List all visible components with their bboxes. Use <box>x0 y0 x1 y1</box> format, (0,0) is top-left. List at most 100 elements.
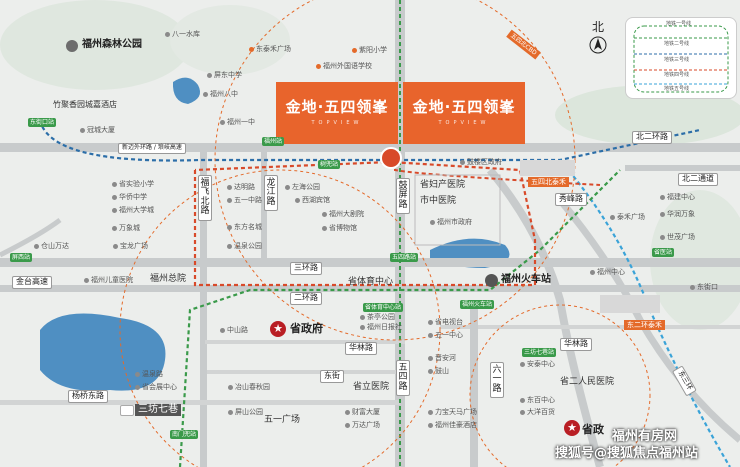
poi-label: 晋安河 <box>435 354 456 362</box>
poi-label: 福州大学城 <box>119 206 154 214</box>
dong-erhuan-badge: 东二环泰禾 <box>624 320 665 331</box>
poi-dot <box>428 333 433 338</box>
metro-legend: 地铁一号线 地铁二号线 地铁三号线 地铁四号线 地铁五号线 <box>625 17 737 99</box>
road-label: 新迈外环路 / 琅岐高速 <box>118 143 186 154</box>
poi-dot <box>207 73 212 78</box>
metro-line-2 <box>38 119 701 162</box>
legend-line1: 地铁一号线 <box>666 21 692 27</box>
road-label: 龙江路 <box>264 175 278 212</box>
road-label: 五四路 <box>396 360 410 397</box>
prov-fuchan-label: 省妇产医院 <box>420 180 466 190</box>
road-label: 金台高速 <box>12 276 52 289</box>
wusi-taihe-badge: 五四北泰禾 <box>528 177 569 188</box>
poi-label: 冶山春秋园 <box>235 383 270 391</box>
poi-label: 西湖宾馆 <box>302 196 330 204</box>
metro-station: 五四路站 <box>390 253 419 263</box>
metro-station: 省体育中心站 <box>363 303 404 313</box>
road-label: 东街 <box>320 370 344 383</box>
gov-star-icon: ★ <box>564 420 580 436</box>
poi-dot <box>430 220 435 225</box>
road-label: 北二通道 <box>678 173 718 186</box>
project-marker-icon <box>380 147 402 169</box>
poi-dot <box>228 410 233 415</box>
hill-area <box>170 5 290 75</box>
prov-gov-label: 省政府 <box>290 322 323 335</box>
poi-label: 福州八中 <box>210 90 238 98</box>
poi-label: 鼓山 <box>435 367 449 375</box>
poi-label: 冠城大厦 <box>87 126 115 134</box>
poi-label: 华侨中学 <box>119 193 147 201</box>
tree-icon <box>66 40 78 52</box>
poi-label: 福州佳豪酒店 <box>435 421 477 429</box>
poi-dot <box>660 212 665 217</box>
poi-dot <box>428 356 433 361</box>
poi-dot <box>203 92 208 97</box>
road-label: 秀峰路 <box>555 193 587 206</box>
road <box>0 258 740 267</box>
poi-label: 东街口 <box>697 283 718 291</box>
poi-dot <box>295 198 300 203</box>
poi-label: 东百中心 <box>527 396 555 404</box>
road <box>0 217 62 258</box>
poi-dot <box>84 278 89 283</box>
metro-station: 三坊七巷站 <box>522 348 557 358</box>
poi-dot <box>227 225 232 230</box>
road-label: 福飞北路 <box>198 175 212 221</box>
legend-line3: 地铁三号线 <box>664 57 690 63</box>
poi-dot <box>428 320 433 325</box>
building <box>520 160 575 176</box>
road-label: 华林路 <box>560 338 592 351</box>
poi-dot <box>610 215 615 220</box>
poi-label: 屏东中学 <box>214 71 242 79</box>
poi-dot <box>660 195 665 200</box>
poi-label: 福州外国语学校 <box>323 62 372 70</box>
poi-label: 中山路 <box>227 326 248 334</box>
poi-dot <box>322 226 327 231</box>
poi-label: 福州大剧院 <box>329 210 364 218</box>
poi-label: 省实验小学 <box>119 180 154 188</box>
poi-dot <box>135 385 140 390</box>
road <box>207 370 397 374</box>
poi-dot <box>520 410 525 415</box>
legend-line5: 地铁五号线 <box>664 86 690 92</box>
poi-dot <box>227 185 232 190</box>
building <box>600 295 660 313</box>
poi-label: 东方名城 <box>234 223 262 231</box>
metro-station: 树兜站 <box>318 160 341 170</box>
poi-dot <box>660 235 665 240</box>
poi-dot <box>345 423 350 428</box>
poi-label: 福州日报社 <box>367 323 402 331</box>
north-label: 北 <box>591 20 604 34</box>
block <box>414 174 501 246</box>
zongyuan-label: 福州总院 <box>150 274 187 284</box>
road-label: 北二环路 <box>632 131 672 144</box>
project-card-right[interactable]: 金地·五四领峯 TOPVIEW <box>403 82 525 144</box>
poi-label: 省博物馆 <box>329 224 357 232</box>
prov-2nd-hospital-label: 省二人民医院 <box>560 377 615 387</box>
hill-area <box>555 85 740 145</box>
road-label: 鼓屏路 <box>396 178 410 215</box>
poi-label: 五一中路 <box>234 196 262 204</box>
poi-dot <box>590 270 595 275</box>
project-title: 金地·五四领峯 <box>412 98 516 116</box>
metro-station: 省医站 <box>652 248 675 258</box>
hotel-label: 竹聚香园城嘉酒店 <box>53 100 117 109</box>
west-lake <box>40 313 166 391</box>
watermark: 搜狐号@搜狐焦点福州站 <box>555 446 699 461</box>
project-card-left[interactable]: 金地·五四领峯 TOPVIEW <box>276 82 398 144</box>
poi-label: 力宝天马广场 <box>435 408 477 416</box>
project-title: 金地·五四领峯 <box>285 98 389 116</box>
project-subtitle: TOPVIEW <box>311 120 363 126</box>
poi-label: 大洋百货 <box>527 408 555 416</box>
road <box>625 165 740 171</box>
poi-dot <box>220 120 225 125</box>
poi-dot <box>360 315 365 320</box>
poi-dot <box>322 212 327 217</box>
poi-dot <box>428 423 433 428</box>
metro-station: 屏西站 <box>10 253 33 263</box>
prov-hospital-label: 省立医院 <box>353 382 390 392</box>
road-label: 华林路 <box>345 342 377 355</box>
poi-dot <box>80 128 85 133</box>
poi-dot <box>428 410 433 415</box>
poi-label: 鼓楼区政府 <box>467 158 502 166</box>
